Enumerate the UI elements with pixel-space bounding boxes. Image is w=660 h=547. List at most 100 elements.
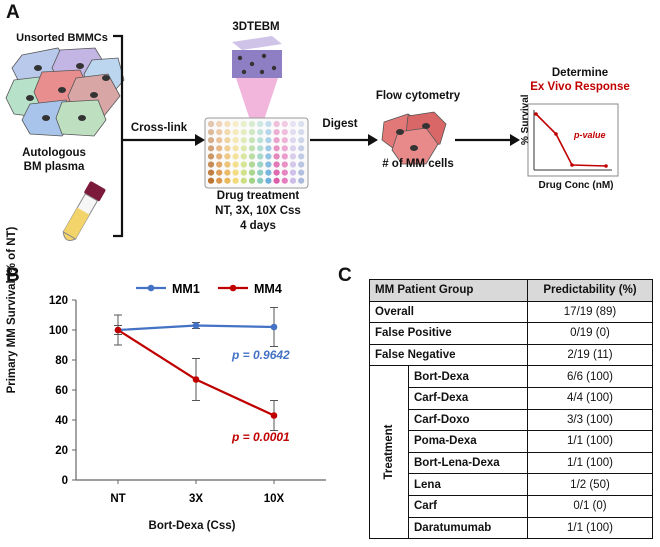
- well: [216, 120, 223, 128]
- well: [232, 120, 239, 128]
- well: [281, 120, 288, 128]
- flow-cytometry-label: Flow cytometry: [375, 90, 461, 102]
- data-point-mm4: [270, 412, 278, 419]
- well: [273, 161, 280, 168]
- well: [248, 137, 256, 144]
- mini-chart-ylabel: % Survival: [520, 94, 531, 145]
- well: [257, 129, 264, 136]
- well: [273, 177, 280, 184]
- well: [289, 161, 297, 168]
- well: [265, 169, 272, 176]
- well: [232, 129, 239, 136]
- mini-chart-xlabel: Drug Conc (nM): [538, 180, 614, 191]
- row-value: 2/19 (11): [527, 343, 653, 367]
- chart-ylabel: Primary MM Survival (% of NT): [6, 226, 18, 394]
- well: [265, 145, 272, 152]
- well: [240, 120, 247, 128]
- row-value: 1/1 (100): [527, 516, 653, 540]
- drug-treatment-line1: Drug treatment: [216, 190, 300, 202]
- pvalue-mm1: p = 0.9642: [232, 348, 290, 362]
- table-row: Overall 17/19 (89): [369, 300, 653, 324]
- well: [289, 169, 297, 176]
- legend-label: MM4: [254, 282, 282, 296]
- data-point-mm4: [114, 326, 122, 334]
- table-row: False Negative 2/19 (11): [369, 343, 653, 367]
- drug-treatment-line3: 4 days: [240, 220, 276, 232]
- well: [273, 129, 280, 136]
- well: [273, 169, 280, 176]
- well: [207, 177, 215, 184]
- well: [248, 120, 256, 128]
- pvalue-mm4: p = 0.0001: [232, 430, 290, 444]
- row-group: False Negative: [369, 343, 528, 367]
- panel-c-letter: C: [338, 265, 352, 286]
- well: [224, 153, 231, 160]
- header-predictability: Predictability (%): [527, 279, 653, 302]
- digest-label: Digest: [322, 118, 358, 130]
- well: [240, 153, 247, 160]
- well: [273, 153, 280, 160]
- x-tick-label: 10X: [264, 493, 285, 505]
- well: [289, 137, 297, 144]
- table-row: Carf-Dexa 4/4 (100): [370, 386, 653, 410]
- unsorted-bmmcs-label: Unsorted BMMCs: [16, 32, 108, 44]
- table-row: Poma-Dexa 1/1 (100): [370, 430, 653, 453]
- y-tick-label: 120: [49, 295, 68, 307]
- drug-treatment-line2: NT, 3X, 10X Css: [215, 205, 301, 217]
- well: [224, 129, 231, 136]
- row-value: 3/3 (100): [527, 408, 653, 432]
- well: [298, 137, 305, 144]
- well: [257, 177, 264, 184]
- well: [248, 177, 256, 184]
- scaffold-icon: [232, 36, 282, 120]
- well: [281, 161, 288, 168]
- table-row: Bort-Lena-Dexa 1/1 (100): [370, 451, 653, 475]
- data-point-mm1: [270, 323, 278, 331]
- chart-ylabel-line1: Primary MM Survival (% of NT): [6, 190, 19, 410]
- well: [298, 177, 305, 184]
- well: [281, 137, 288, 144]
- row-group: Carf: [408, 494, 528, 518]
- well: [265, 129, 272, 136]
- well: [289, 153, 297, 160]
- header-group: MM Patient Group: [369, 279, 528, 302]
- input-bracket: [113, 34, 124, 238]
- well-plate-icon: [204, 117, 309, 189]
- well: [240, 177, 247, 184]
- well: [240, 169, 247, 176]
- well: [298, 129, 305, 136]
- well: [289, 177, 297, 184]
- well: [265, 120, 272, 128]
- plasma-label-2: BM plasma: [23, 161, 85, 173]
- panel-a-letter: A: [6, 2, 20, 23]
- well: [224, 120, 231, 128]
- y-tick-label: 60: [55, 385, 68, 397]
- row-group: Lena: [408, 473, 528, 496]
- well: [273, 137, 280, 144]
- well: [216, 177, 223, 184]
- well: [281, 129, 288, 136]
- well: [232, 161, 239, 168]
- well: [298, 153, 305, 160]
- y-tick-label: 40: [55, 415, 68, 427]
- row-group: Overall: [369, 300, 528, 324]
- row-value: 17/19 (89): [527, 300, 653, 324]
- row-group: Bort-Dexa: [408, 365, 528, 388]
- row-value: 0/1 (0): [527, 494, 653, 518]
- bmmc-cells: [5, 47, 125, 137]
- well: [289, 120, 297, 128]
- row-value: 1/1 (100): [527, 451, 653, 475]
- well: [298, 161, 305, 168]
- well: [207, 145, 215, 152]
- well: [257, 145, 264, 152]
- well: [240, 161, 247, 168]
- well: [240, 129, 247, 136]
- well: [248, 161, 256, 168]
- y-tick-label: 0: [62, 475, 68, 487]
- well: [207, 153, 215, 160]
- mini-chart-pvalue: p-value: [574, 130, 606, 140]
- table-header-row: MM Patient Group Predictability (%): [369, 279, 653, 302]
- plasma-label-1: Autologous: [22, 147, 86, 159]
- well: [207, 161, 215, 168]
